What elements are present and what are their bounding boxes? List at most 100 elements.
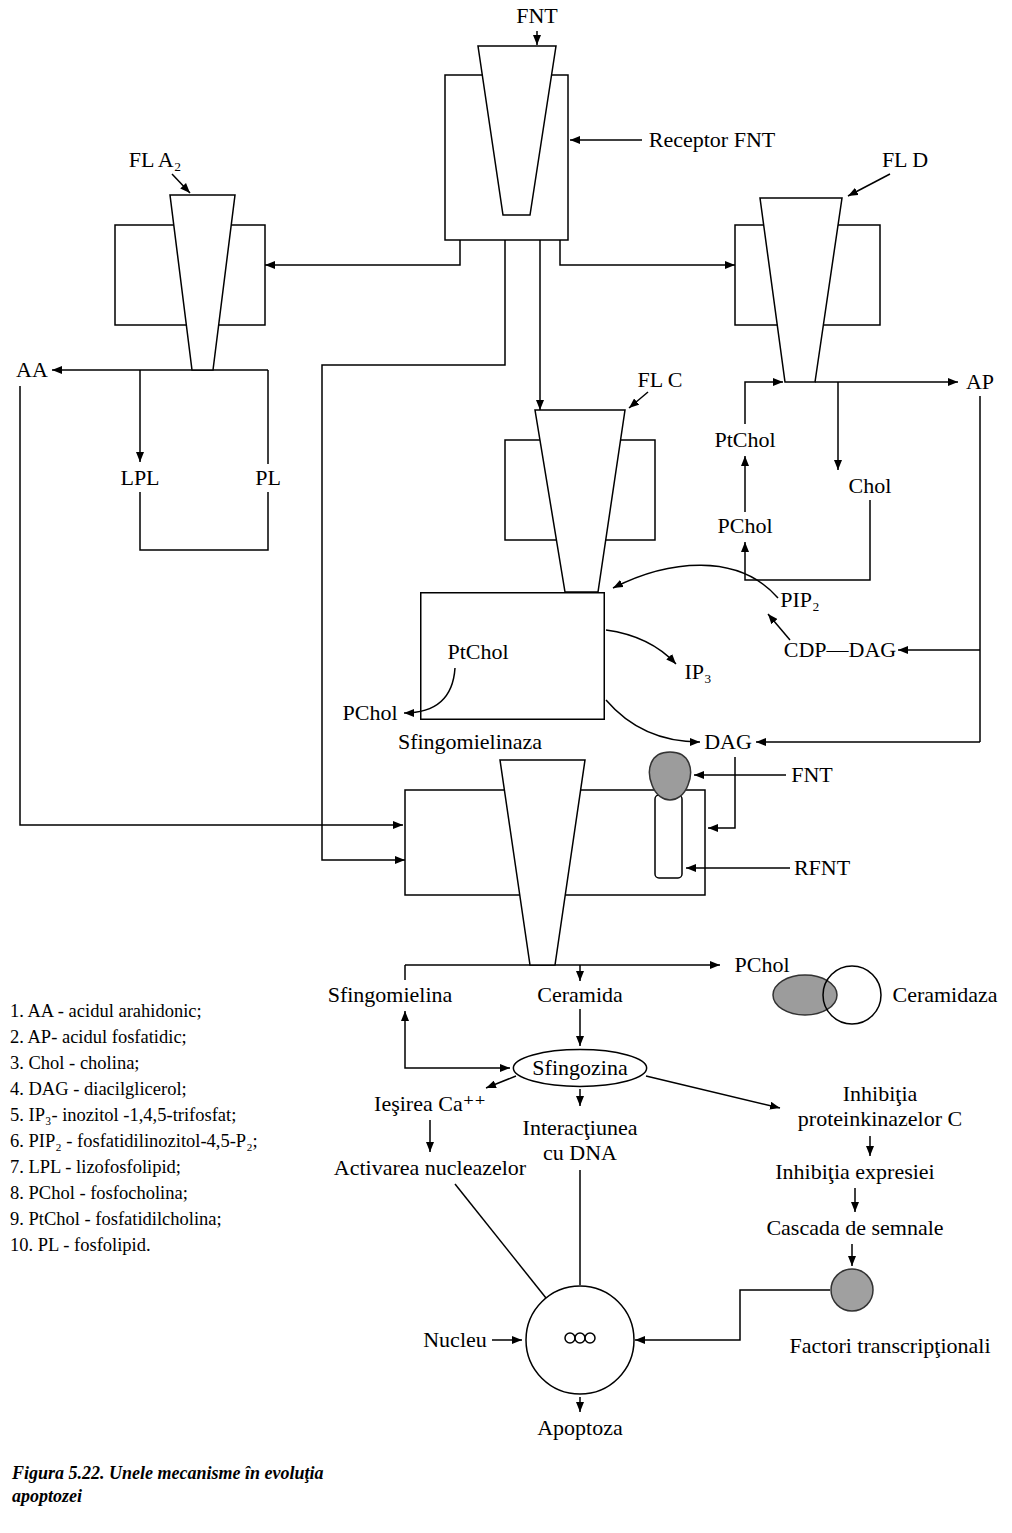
node-outline bbox=[445, 46, 568, 240]
molecule-label: PtChol bbox=[714, 427, 775, 452]
enzyme-complex: FL A₂ bbox=[115, 195, 265, 370]
node-label: Ceramidaza bbox=[892, 982, 997, 1007]
outline-group bbox=[831, 1269, 873, 1311]
molecule-label: Ceramida bbox=[537, 982, 623, 1007]
pathway-arrow bbox=[486, 1076, 516, 1088]
receptor-complex: Receptor FNT bbox=[445, 46, 568, 240]
molecule-label: Chol bbox=[849, 473, 892, 498]
pathway-arrow bbox=[579, 1397, 581, 1412]
molecule-label: PChol bbox=[717, 513, 772, 538]
ellipse-outline bbox=[513, 1050, 646, 1087]
leader-arrow bbox=[848, 174, 890, 196]
abbreviation-item: 10. PL - fosfolipid. bbox=[10, 1235, 151, 1256]
node-outline bbox=[830, 1268, 874, 1312]
enzyme-trapezoid bbox=[535, 410, 625, 592]
product-arrow bbox=[52, 369, 268, 371]
leader-arrow bbox=[629, 392, 648, 408]
molecule-label: CDP—DAG bbox=[784, 637, 896, 662]
chromatin-coil bbox=[575, 1333, 585, 1343]
node-label: RFNT bbox=[794, 855, 850, 880]
connector bbox=[322, 240, 505, 860]
pathway-arrow bbox=[579, 1089, 581, 1106]
product-arrow bbox=[815, 381, 958, 383]
molecule-label: Activarea nucleazelor bbox=[334, 1155, 526, 1180]
molecule-label: PChol bbox=[342, 700, 397, 725]
process-label: Inhibiţia proteinkinazelor C bbox=[785, 1081, 975, 1132]
node-outline bbox=[655, 795, 682, 878]
substrate-line bbox=[404, 965, 406, 980]
transcription-factor: Factori transcripţionali bbox=[830, 1268, 874, 1312]
reversible-arrow bbox=[405, 1011, 510, 1068]
abbreviation-item: 6. PIP₂ - fosfatidilinozitol-4,5-P₂; bbox=[10, 1131, 258, 1152]
molecule-label: PIP₂ bbox=[780, 587, 819, 612]
leader-arrow bbox=[686, 867, 790, 869]
connector bbox=[560, 240, 735, 265]
molecule-label: AP bbox=[966, 369, 994, 394]
outline-group bbox=[115, 195, 265, 370]
pathway-arrow bbox=[768, 614, 790, 640]
pathway-arrow bbox=[869, 1136, 871, 1156]
nucleus-circle: Nucleu bbox=[525, 1285, 635, 1395]
abbreviation-item: 5. IP₃- inozitol -1,4,5-trifosfat; bbox=[10, 1105, 236, 1126]
abbreviation-item: 1. AA - acidul arahidonic; bbox=[10, 1001, 202, 1022]
substrate-arrow bbox=[745, 382, 783, 424]
enzyme-complex: FL D bbox=[735, 198, 880, 382]
abbreviation-item: 4. DAG - diacilglicerol; bbox=[10, 1079, 187, 1100]
molecule-label: DAG bbox=[704, 729, 752, 754]
abbreviation-item: 3. Chol - cholina; bbox=[10, 1053, 139, 1074]
cycle-arrow bbox=[745, 500, 870, 580]
node-label: Factori transcripţionali bbox=[790, 1333, 991, 1358]
enzyme-complex: FL C bbox=[505, 410, 655, 592]
connector bbox=[265, 240, 460, 265]
node-label: Nucleu bbox=[423, 1327, 487, 1352]
leader-arrow bbox=[492, 1339, 522, 1341]
pathway-line bbox=[455, 1184, 546, 1298]
node-label: FL C bbox=[637, 367, 682, 392]
enzyme-trapezoid bbox=[170, 195, 235, 370]
node-label: Sfingomielinaza bbox=[398, 729, 542, 754]
enzyme-trapezoid bbox=[500, 760, 585, 965]
abbreviation-item: 8. PChol - fosfocholina; bbox=[10, 1183, 188, 1204]
node-label: PtChol bbox=[447, 639, 508, 664]
molecule-label: FNT bbox=[516, 3, 558, 28]
outline-group bbox=[421, 593, 605, 720]
molecule-label: AA bbox=[16, 357, 48, 382]
abbreviation-item: 7. LPL - lizofosfolipid; bbox=[10, 1157, 181, 1178]
molecule-label: Sfingomielina bbox=[328, 982, 453, 1007]
receptor-capsule: RFNT bbox=[655, 795, 682, 878]
molecule-label: PChol bbox=[734, 952, 789, 977]
ligand-shape bbox=[649, 752, 690, 800]
node-label: Receptor FNT bbox=[649, 127, 775, 152]
substrate-box: PtChol bbox=[420, 592, 605, 720]
node-label: Sfingozina bbox=[532, 1055, 627, 1080]
pathway-line bbox=[579, 1170, 581, 1285]
capsule-shape bbox=[655, 795, 682, 878]
chromatin-coil bbox=[565, 1333, 575, 1343]
cycle-line bbox=[140, 492, 268, 550]
leader-arrow bbox=[570, 139, 642, 141]
pathway-arrow bbox=[898, 649, 980, 651]
cycle-arrow bbox=[744, 456, 746, 512]
node-outline bbox=[115, 195, 265, 370]
connector bbox=[635, 1290, 830, 1340]
pathway-arrow bbox=[708, 757, 735, 828]
process-label: Interacţiunea cu DNA bbox=[510, 1115, 650, 1166]
substrate-curve bbox=[613, 565, 778, 598]
enzyme-complex: SfingomielinazaFNTRFNT bbox=[405, 760, 705, 965]
product-curve bbox=[606, 630, 676, 664]
product-arrow bbox=[405, 964, 720, 966]
node-outline bbox=[505, 410, 655, 592]
product-arrow bbox=[139, 370, 141, 462]
leader-arrow bbox=[172, 174, 190, 193]
molecule-label: Ieşirea Ca⁺⁺ bbox=[374, 1091, 486, 1116]
chromatin-coil bbox=[585, 1333, 595, 1343]
outline-group bbox=[655, 795, 682, 878]
abbreviation-item: 9. PtChol - fosfatidilcholina; bbox=[10, 1209, 222, 1230]
outline-group bbox=[445, 46, 568, 240]
substrate-line bbox=[267, 370, 269, 464]
pathway-arrow bbox=[756, 741, 980, 743]
factor-circle bbox=[831, 1269, 873, 1311]
pathway-arrow bbox=[851, 1244, 853, 1266]
pathway-line bbox=[979, 396, 981, 742]
